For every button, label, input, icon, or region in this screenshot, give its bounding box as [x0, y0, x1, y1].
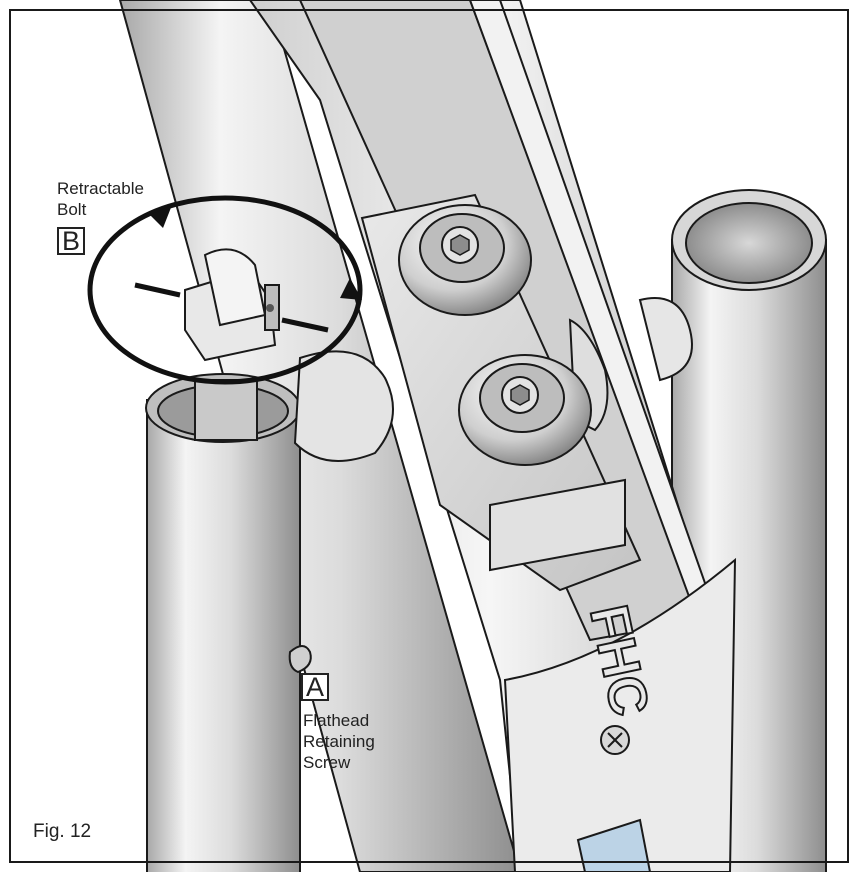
callout-b-line-1: Retractable — [57, 179, 144, 198]
right-post-tube — [638, 189, 827, 872]
figure-number: Fig. 12 — [33, 821, 92, 842]
callout-b-line-2: Bolt — [57, 200, 87, 219]
phillips-screw-icon — [600, 725, 630, 755]
callout-a-marker: A — [301, 673, 329, 701]
callout-a-line-2: Retaining — [303, 732, 375, 751]
lower-bearing-wheel — [458, 354, 592, 466]
figure-frame — [9, 9, 849, 863]
callout-b-marker: B — [57, 227, 85, 255]
callout-a-line-1: Flathead — [303, 711, 370, 730]
callout-a-line-3: Screw — [303, 753, 351, 772]
callout-a-label: Flathead Retaining Screw — [303, 710, 375, 773]
rail-end-cap — [503, 557, 737, 872]
retractable-bolt — [184, 248, 280, 441]
rotation-indicator — [87, 195, 363, 385]
upper-bearing-wheel — [398, 204, 532, 316]
callout-b-label: Retractable Bolt — [57, 178, 144, 220]
